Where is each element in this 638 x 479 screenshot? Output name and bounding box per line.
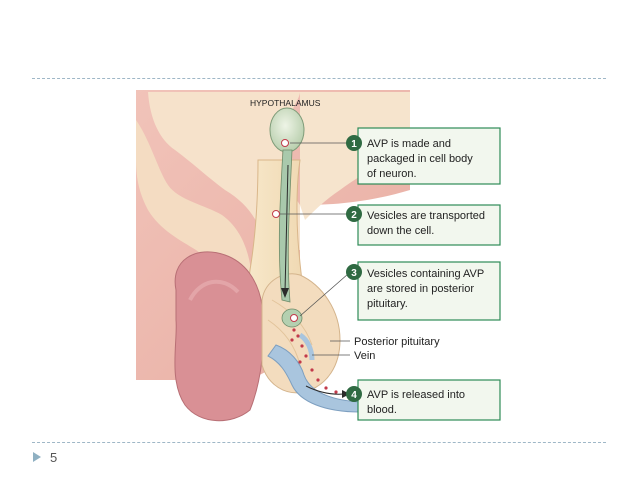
vein-label: Vein xyxy=(354,350,375,362)
step-badge-3 xyxy=(346,264,362,280)
slide-number: 5 xyxy=(50,450,58,465)
hypothalamus-label: HYPOTHALAMUS xyxy=(250,98,321,108)
step-3-line-1: Vesicles containing AVP xyxy=(367,268,484,280)
neuron-axon xyxy=(278,149,293,303)
bottom-divider xyxy=(32,442,606,443)
step-1-line-1: AVP is made and xyxy=(367,138,451,150)
step-box-1: 1 AVP is made and packaged in cell body … xyxy=(346,127,501,185)
step-4-line-2: blood. xyxy=(367,404,397,416)
step-1-line-3: of neuron. xyxy=(367,168,417,180)
step-2-line-2: down the cell. xyxy=(367,225,434,237)
anterior-pituitary xyxy=(174,251,264,422)
release-arrow xyxy=(305,385,345,395)
step-badge-1 xyxy=(346,135,362,151)
step-number-3: 3 xyxy=(351,268,357,279)
vesicle-axon xyxy=(272,210,280,218)
step-number-2: 2 xyxy=(351,210,357,221)
vein-branch xyxy=(298,332,315,361)
step-number-4: 4 xyxy=(351,390,357,401)
released-avp-dots xyxy=(290,328,338,394)
vesicle-terminal xyxy=(290,314,298,322)
step-1-line-2: packaged in cell body xyxy=(367,153,473,165)
transport-arrow xyxy=(284,164,289,293)
step-3-line-2: are stored in posterior xyxy=(367,283,474,295)
step-badge-4 xyxy=(346,386,362,402)
posterior-pituitary-label: Posterior pituitary xyxy=(354,336,440,348)
step-3-line-3: pituitary. xyxy=(367,298,408,310)
anterior-highlight xyxy=(188,279,240,301)
vesicles xyxy=(272,139,298,322)
brain-fold-right xyxy=(300,92,410,220)
vesicle-cellbody xyxy=(281,139,289,147)
slide-bullet-icon xyxy=(33,452,41,462)
step-box-3: 3 Vesicles containing AVP are stored in … xyxy=(346,261,501,321)
step-badge-2 xyxy=(346,206,362,222)
step-box-2: 2 Vesicles are transported down the cell… xyxy=(346,204,501,246)
leader-lines xyxy=(280,142,350,356)
step-2-line-1: Vesicles are transported xyxy=(367,210,485,222)
transport-arrow-head xyxy=(281,288,289,298)
step-number-1: 1 xyxy=(351,139,357,150)
step-4-line-1: AVP is released into xyxy=(367,389,465,401)
step-box-4: 4 AVP is released into blood. xyxy=(346,379,501,421)
top-divider xyxy=(32,78,606,79)
